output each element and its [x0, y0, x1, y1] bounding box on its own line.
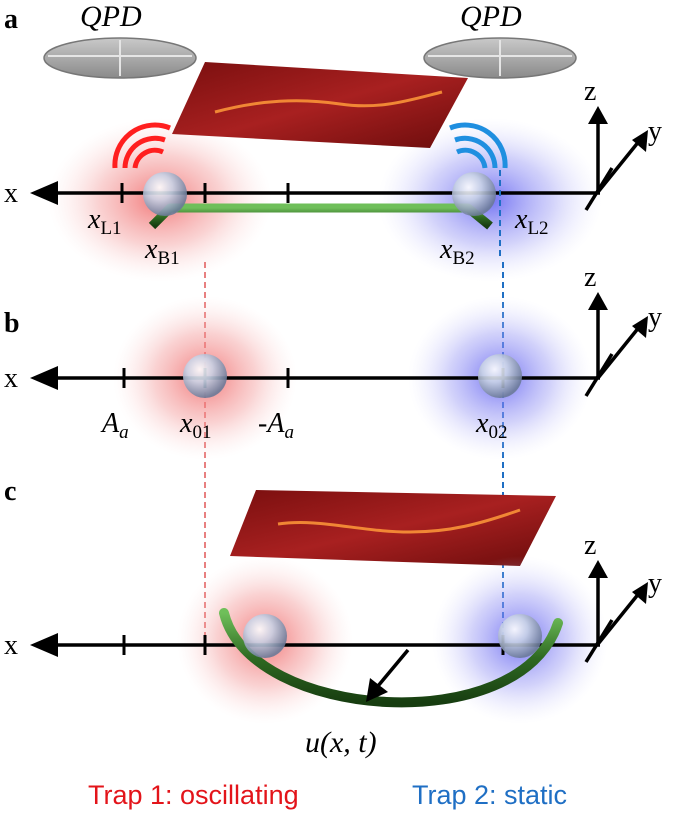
bead-1-b: [183, 354, 227, 398]
label-x02: x02: [475, 408, 507, 443]
coord-axes-b: [584, 304, 642, 397]
panel-a: a QPD QPD: [4, 0, 662, 282]
qpd-left: [43, 37, 197, 79]
axis-x-b: x: [4, 363, 18, 394]
panel-b-label: b: [4, 308, 20, 339]
displacement-arrow: [366, 648, 410, 702]
label-displacement: u(x, t): [305, 726, 377, 759]
caption-trap2: Trap 2: static: [412, 780, 568, 810]
bead-2-a: [452, 172, 496, 216]
fluorescence-image-c: [230, 490, 556, 566]
label-Aa: Aa: [100, 408, 129, 443]
filament-a: [148, 203, 493, 230]
bead-2-c: [498, 614, 542, 658]
emission-arcs-red: [112, 122, 171, 169]
bead-1-a: [143, 172, 187, 216]
bead-1-c: [243, 614, 287, 658]
label-xL2: xL2: [514, 204, 549, 239]
panel-b: b z y x Aa x01 -Aa x02: [4, 262, 662, 460]
filament-c: [219, 608, 563, 708]
bead-2-b: [478, 354, 522, 398]
label-xB1: xB1: [144, 234, 180, 269]
coord-axes-a: [584, 118, 642, 211]
emission-arcs-blue: [449, 122, 508, 169]
axis-y-c: y: [648, 568, 662, 599]
qpd-right: [423, 37, 577, 79]
qpd-left-label: QPD: [80, 0, 142, 33]
label-xL1: xL1: [87, 204, 122, 239]
axis-z-c: z: [584, 530, 596, 561]
axis-x-c: x: [4, 630, 18, 661]
axis-x-a: x: [4, 178, 18, 209]
label-x01: x01: [179, 408, 211, 443]
optical-trap-diagram: a QPD QPD: [4, 0, 662, 759]
panel-c: c z y x u(x, t): [4, 476, 662, 759]
panel-c-label: c: [4, 476, 16, 507]
label-xB2: xB2: [439, 234, 475, 269]
panel-a-label: a: [4, 4, 18, 35]
fluorescence-image-a: [172, 62, 468, 148]
axis-y-a: y: [648, 116, 662, 147]
axis-z-a: z: [584, 76, 596, 107]
axis-y-b: y: [648, 302, 662, 333]
qpd-right-label: QPD: [460, 0, 522, 33]
caption-trap1: Trap 1: oscillating: [88, 780, 299, 810]
coord-axes-c: [584, 572, 642, 663]
axis-z-b: z: [584, 262, 596, 293]
label-minus-Aa: -Aa: [258, 408, 294, 443]
